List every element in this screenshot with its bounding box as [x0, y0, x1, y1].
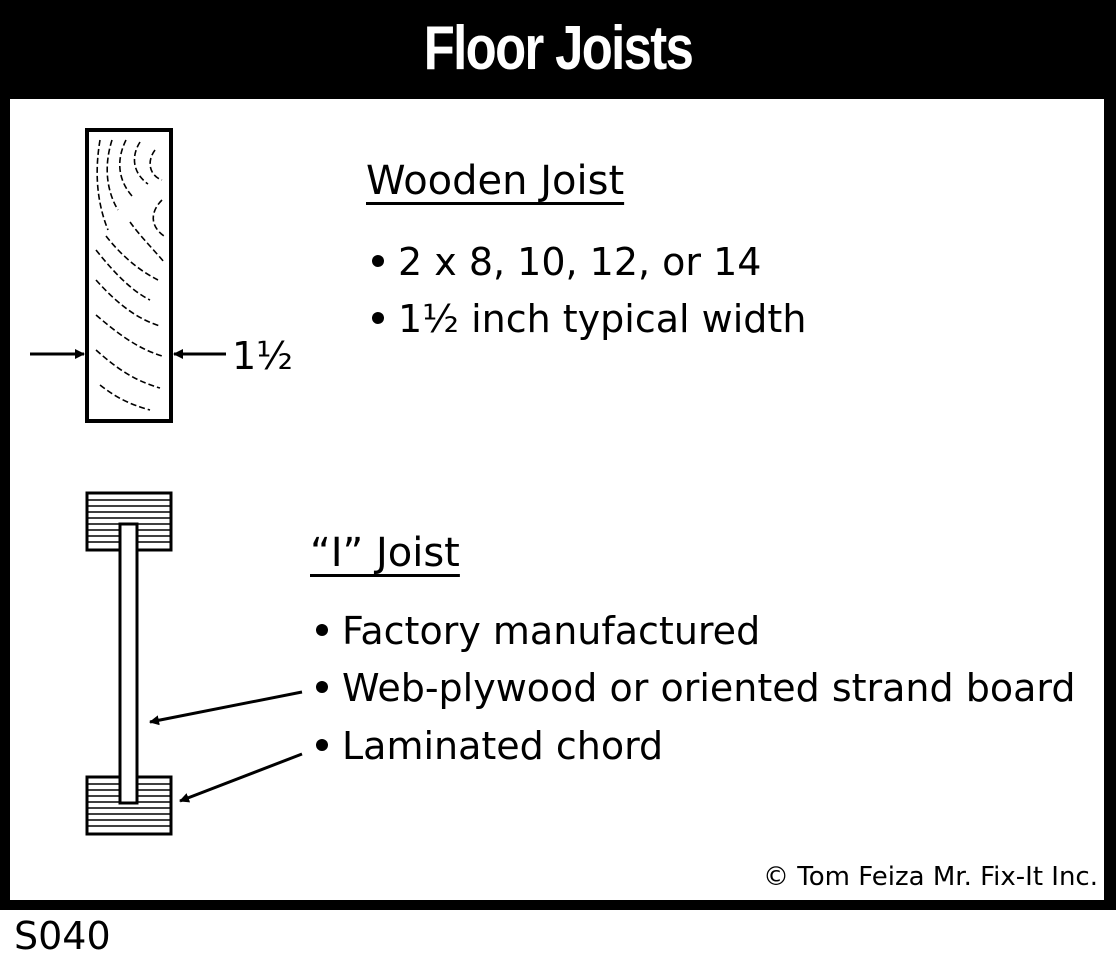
bullet-dot — [372, 311, 384, 324]
i-joist-drawing — [85, 491, 173, 836]
bullet-dot — [316, 623, 328, 636]
i-joist-heading: “I” Joist — [310, 530, 460, 576]
bullet-dot — [372, 254, 384, 267]
diagram-panel — [10, 99, 1104, 900]
wooden-joist-drawing — [85, 128, 173, 423]
wooden-joist-bullet: 1½ inch typical width — [372, 297, 806, 341]
bullet-text: Laminated chord — [342, 724, 664, 768]
width-dimension-label: 1½ — [232, 334, 294, 378]
bullet-dot — [316, 738, 328, 751]
bullet-dot — [316, 680, 328, 693]
i-joist-bullet: Factory manufactured — [316, 609, 760, 653]
figure-code: S040 — [14, 914, 111, 958]
bullet-text: 1½ inch typical width — [398, 297, 807, 341]
i-joist-bullet: Web-plywood or oriented strand board — [316, 666, 1075, 710]
wooden-joist-heading: Wooden Joist — [366, 158, 625, 204]
i-joist-pointer-arrows — [149, 690, 303, 803]
copyright-notice: © Tom Feiza Mr. Fix-It Inc. — [763, 862, 1098, 892]
wooden-joist-bullet: 2 x 8, 10, 12, or 14 — [372, 240, 762, 284]
bullet-text: 2 x 8, 10, 12, or 14 — [398, 240, 762, 284]
bullet-text: Web-plywood or oriented strand board — [342, 666, 1076, 710]
bullet-text: Factory manufactured — [342, 609, 761, 653]
i-joist-bullet: Laminated chord — [316, 724, 663, 768]
page-title: Floor Joists — [423, 13, 694, 83]
